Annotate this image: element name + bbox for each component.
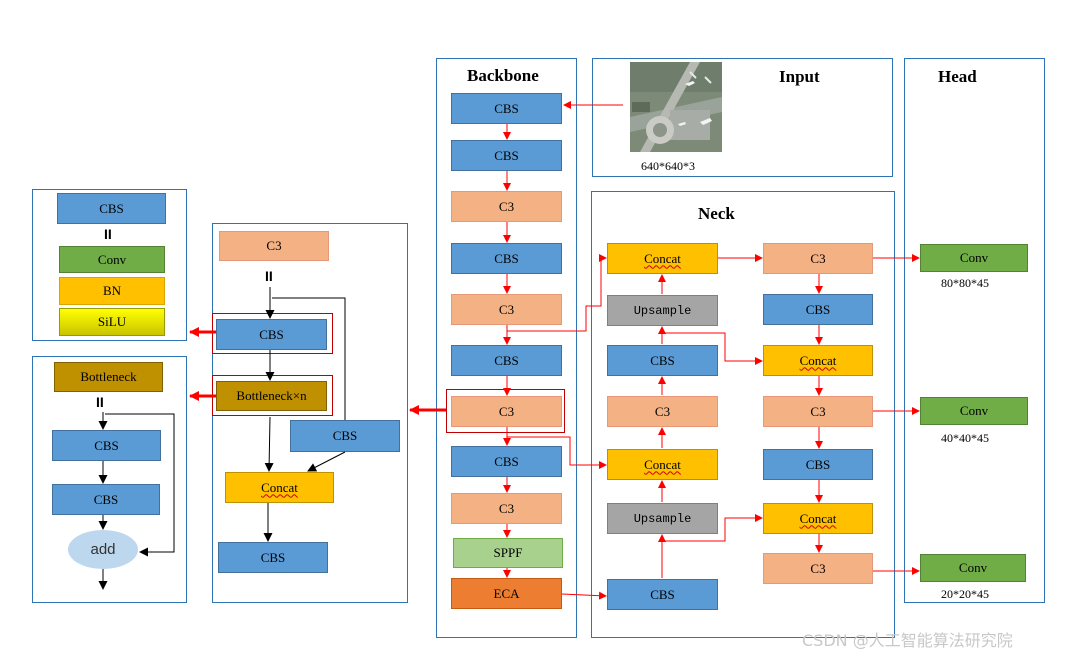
neck-c3-left: C3 xyxy=(607,396,718,427)
c3-detail-cbs-1: CBS xyxy=(216,319,327,350)
backbone-cbs-2: CBS xyxy=(451,140,562,171)
head-conv-3: Conv xyxy=(920,554,1026,582)
c3-detail-concat: Concat xyxy=(225,472,334,503)
neck-c3-right-3: C3 xyxy=(763,553,873,584)
neck-concat-4: Concat xyxy=(763,503,873,534)
neck-concat-1: Concat xyxy=(607,243,718,274)
c3-detail-bottleneck: Bottleneck×n xyxy=(216,381,327,411)
c3-detail-cbs-side: CBS xyxy=(290,420,400,452)
neck-concat-3: Concat xyxy=(763,345,873,376)
bottleneck-cbs-1: CBS xyxy=(52,430,161,461)
neck-cbs-right-1: CBS xyxy=(763,294,873,325)
cbs-detail-top: CBS xyxy=(57,193,166,224)
neck-cbs-left-1: CBS xyxy=(607,345,718,376)
neck-title: Neck xyxy=(698,204,735,223)
head-size-3: 20*20*45 xyxy=(941,587,989,601)
c3-detail-cbs-out: CBS xyxy=(218,542,328,573)
backbone-c3-3: C3 xyxy=(451,396,562,427)
cbs-detail-conv: Conv xyxy=(59,246,165,273)
head-panel xyxy=(904,58,1045,603)
head-conv-2: Conv xyxy=(920,397,1028,425)
neck-concat-2: Concat xyxy=(607,449,718,480)
backbone-c3-1: C3 xyxy=(451,191,562,222)
backbone-cbs-1: CBS xyxy=(451,93,562,124)
neck-cbs-right-2: CBS xyxy=(763,449,873,480)
backbone-cbs-5: CBS xyxy=(451,446,562,477)
bottleneck-detail-top: Bottleneck xyxy=(54,362,163,392)
input-aerial-image xyxy=(630,62,722,152)
c3-detail-top: C3 xyxy=(219,231,329,261)
head-conv-1: Conv xyxy=(920,244,1028,272)
backbone-c3-4: C3 xyxy=(451,493,562,524)
bottleneck-cbs-2: CBS xyxy=(52,484,160,515)
bottleneck-detail-equals: II xyxy=(96,394,104,410)
head-size-2: 40*40*45 xyxy=(941,431,989,445)
watermark: CSDN @人工智能算法研究院 xyxy=(802,631,1013,650)
neck-c3-right-2: C3 xyxy=(763,396,873,427)
cbs-detail-bn: BN xyxy=(59,277,165,305)
neck-upsample-1: Upsample xyxy=(607,295,718,326)
backbone-cbs-4: CBS xyxy=(451,345,562,376)
backbone-cbs-3: CBS xyxy=(451,243,562,274)
neck-upsample-2: Upsample xyxy=(607,503,718,534)
backbone-eca: ECA xyxy=(451,578,562,609)
neck-c3-right-1: C3 xyxy=(763,243,873,274)
neck-cbs-left-2: CBS xyxy=(607,579,718,610)
backbone-title: Backbone xyxy=(467,66,539,85)
input-size-label: 640*640*3 xyxy=(641,159,695,173)
bottleneck-add-node: add xyxy=(68,530,138,569)
cbs-detail-equals: II xyxy=(104,226,112,242)
backbone-c3-2: C3 xyxy=(451,294,562,325)
cbs-detail-silu: SiLU xyxy=(59,308,165,336)
head-title: Head xyxy=(938,67,977,86)
input-title: Input xyxy=(779,67,820,86)
backbone-sppf: SPPF xyxy=(453,538,563,568)
c3-detail-equals: II xyxy=(265,268,273,284)
head-size-1: 80*80*45 xyxy=(941,276,989,290)
